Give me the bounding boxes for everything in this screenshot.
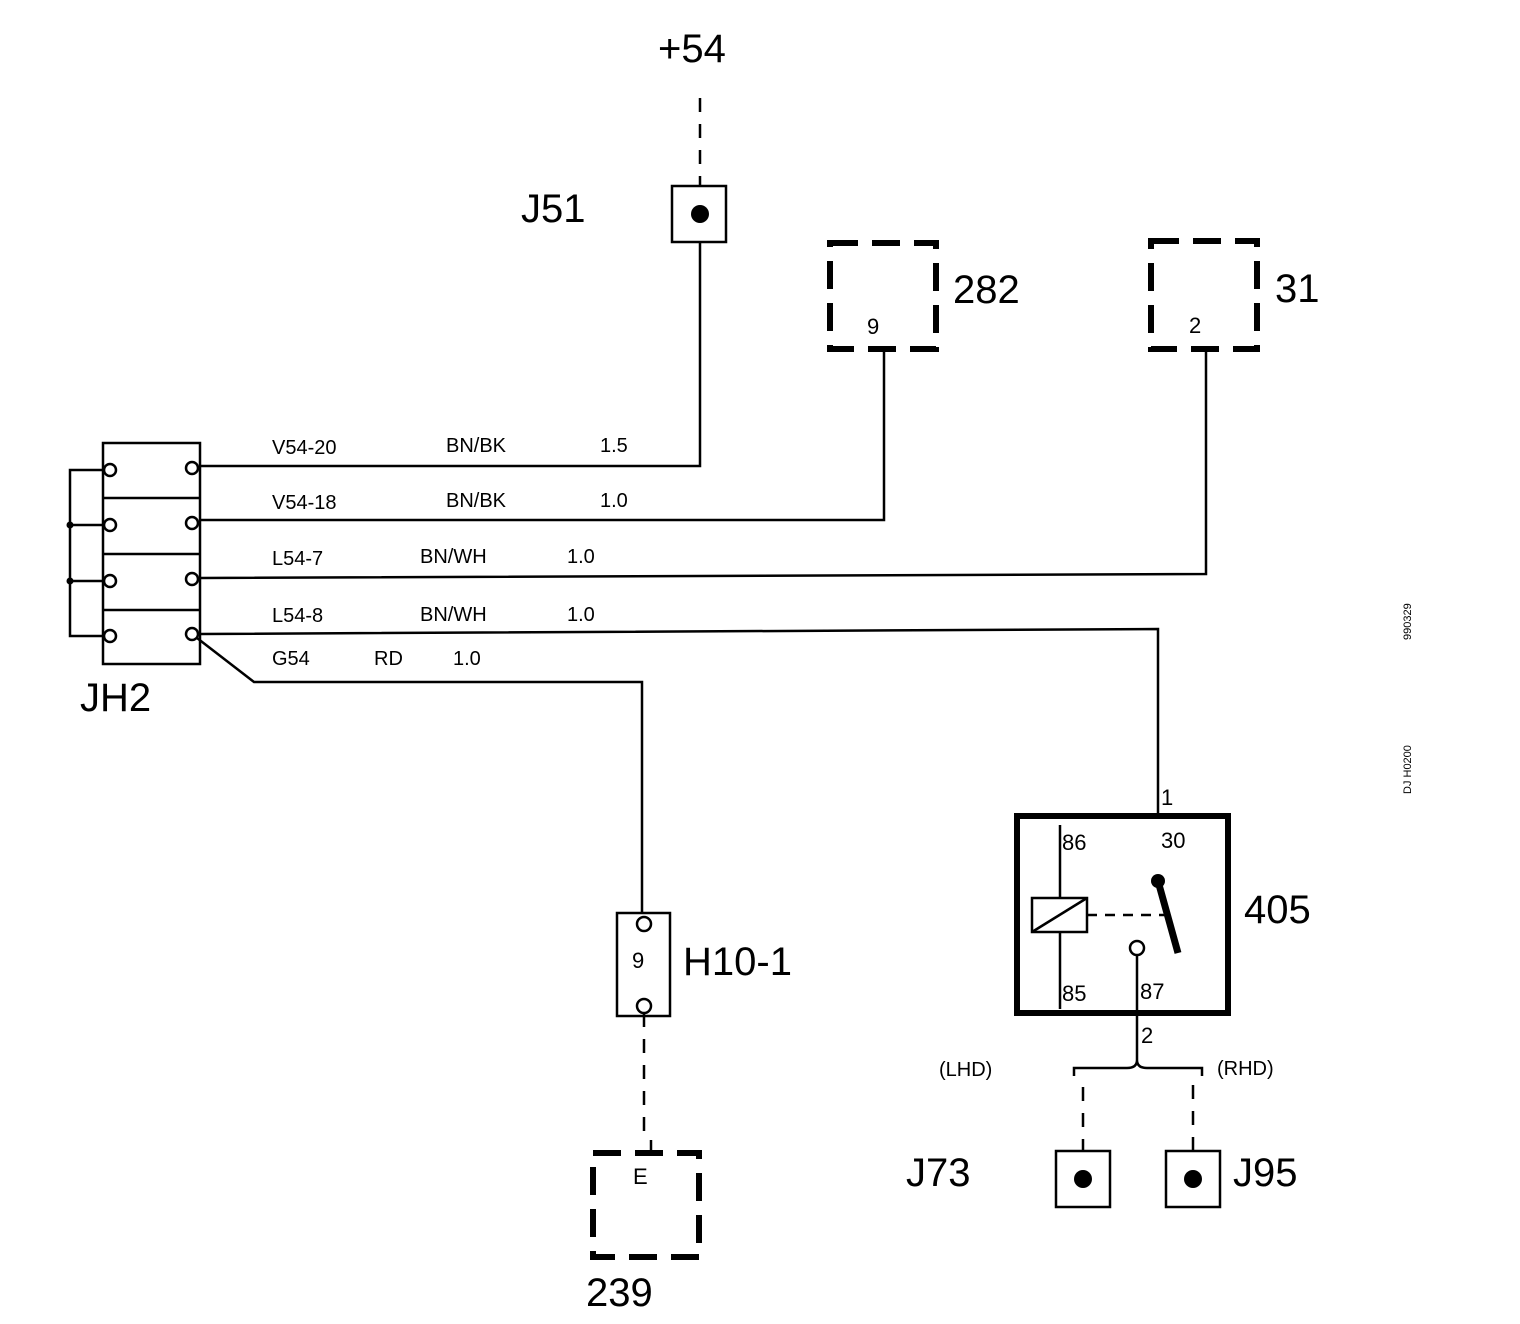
drawing-code: DJ H0200 (1402, 745, 1414, 794)
component-282-label: 282 (953, 268, 1020, 312)
wire-id: V54-20 (272, 437, 337, 459)
jh2-bridge (68, 468, 104, 638)
jh2-pin-right (184, 571, 200, 587)
j95-terminal (1184, 1170, 1202, 1188)
jh2-label: JH2 (80, 676, 151, 720)
jh2-pin-left (102, 517, 118, 533)
jh2-pin-right (184, 460, 200, 476)
component-282-pin: 9 (867, 314, 879, 339)
rhd-label: (RHD) (1217, 1058, 1274, 1080)
component-31-box (1148, 238, 1260, 352)
component-239-pin: E (633, 1164, 648, 1189)
wire-color: BN/BK (446, 490, 507, 512)
jh2-pin-right (184, 515, 200, 531)
wire-size: 1.0 (567, 604, 595, 626)
wire-size: 1.5 (600, 435, 628, 457)
relay-405-label: 405 (1244, 888, 1311, 932)
supply-label: +54 (658, 27, 726, 71)
wire-color: BN/WH (420, 546, 487, 568)
h10-pin-top (635, 915, 653, 933)
relay-terminal-85: 85 (1062, 981, 1086, 1006)
wire-color: BN/WH (420, 604, 487, 626)
j73-label: J73 (906, 1151, 971, 1195)
wire-id: V54-18 (272, 492, 337, 514)
date-code: 990329 (1402, 603, 1414, 640)
component-282-box (827, 240, 939, 352)
component-239-label: 239 (586, 1271, 653, 1315)
wire-id: L54-8 (272, 605, 323, 627)
wire-color: BN/BK (446, 435, 507, 457)
relay-terminal-87: 87 (1140, 979, 1164, 1004)
component-239-box (590, 1150, 702, 1260)
lhd-rhd-brace (1072, 1059, 1204, 1076)
j51-terminal (691, 205, 709, 223)
h10-pin-bottom (635, 997, 653, 1015)
relay-terminal-30: 30 (1161, 828, 1185, 853)
relay-pin-out: 2 (1141, 1023, 1153, 1048)
wire-g54 (196, 637, 644, 915)
relay-terminal-86: 86 (1062, 830, 1086, 855)
wire-l54-7 (199, 349, 1208, 580)
jh2-pin-left (102, 573, 118, 589)
component-31-label: 31 (1275, 267, 1320, 311)
h10-label: H10-1 (683, 940, 792, 984)
j95-label: J95 (1233, 1151, 1298, 1195)
h10-pin-number: 9 (632, 948, 644, 973)
wire-size: 1.0 (600, 490, 628, 512)
j51-label: J51 (521, 187, 586, 231)
component-31-pin: 2 (1189, 313, 1201, 338)
wire-l54-8 (199, 627, 1160, 816)
jh2-pin-right (184, 626, 200, 642)
lhd-label: (LHD) (939, 1059, 992, 1081)
jh2-pin-left (102, 462, 118, 478)
wire-size: 1.0 (567, 546, 595, 568)
wire-color: RD (374, 648, 403, 670)
wire-v54-20 (200, 242, 702, 468)
wire-v54-18 (200, 349, 886, 522)
relay-switch-arm (1154, 880, 1182, 954)
wire-size: 1.0 (453, 648, 481, 670)
jh2-pin-left (102, 628, 118, 644)
wire-id: L54-7 (272, 548, 323, 570)
relay-contact-87 (1128, 939, 1146, 957)
wire-id: G54 (272, 648, 310, 670)
relay-pin-in: 1 (1161, 785, 1173, 810)
j73-terminal (1074, 1170, 1092, 1188)
